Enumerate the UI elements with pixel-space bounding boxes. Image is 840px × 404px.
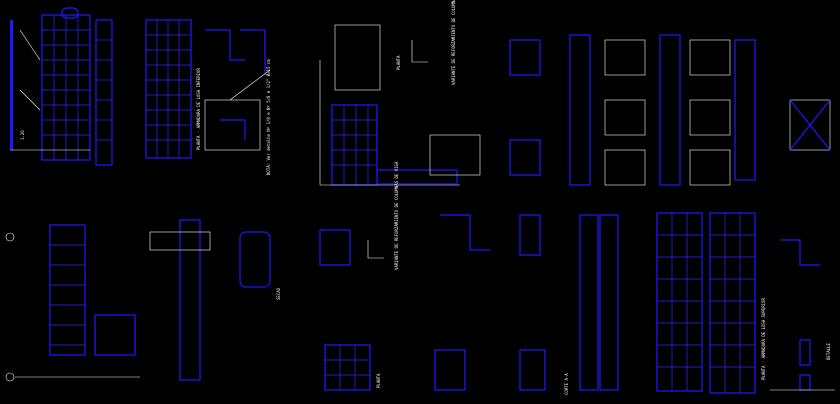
column-detail-top-left: 1.20 (10, 7, 91, 161)
detail-label: DETALLE (826, 343, 831, 360)
joint-details-top: NOTA: Ver detalhe Nº 1/8 e Nº 5/8 e 1/2"… (204, 29, 271, 175)
variant-note-bottom: VARIANTE DE REFORZAMIENTO DE COLUMNAS DE… (394, 161, 399, 270)
column-plans-top-right (509, 34, 831, 186)
small-column-plans: VARIANTE DE REFORZAMIENTO DE COLUMNAS DE… (319, 161, 399, 391)
column-strip (95, 19, 113, 166)
corner-detail-bottom-right: DETALLE (770, 239, 835, 391)
note-text: NOTA: Ver detalhe Nº 1/8 e Nº 5/8 e 1/2"… (266, 59, 271, 175)
plan-title-bottom: PLANTA - ARMADURA DE LOSA SUPERIOR (761, 298, 766, 380)
dimension-label: 1.20 (20, 130, 25, 140)
long-column-elevations-bottom-right: PLANTA - ARMADURA DE LOSA SUPERIOR (579, 212, 766, 394)
plan-title: PLANTA - ARMADURA DE LOSA INFERIOR (196, 68, 201, 150)
plan-label-bottom: PLANTA (376, 373, 381, 388)
variant-note: VARIANTE DE REFORZAMIENTO DE COLUMNAS DE… (451, 0, 456, 85)
column-elevation-bottom-center-left: SECAO (149, 219, 281, 381)
wall-slab-section: PLANTA VARIANTE DE REFORZAMIENTO DE COLU… (319, 0, 481, 186)
beam-joint-details-bottom: CORTE A-A (434, 214, 569, 395)
plan-label: PLANTA (396, 55, 401, 70)
section-label: SECAO (276, 287, 281, 300)
corte-label: CORTE A-A (564, 373, 569, 395)
column-elevation-bottom-left (5, 224, 140, 382)
slab-mesh-plan: PLANTA - ARMADURA DE LOSA INFERIOR (145, 19, 201, 159)
